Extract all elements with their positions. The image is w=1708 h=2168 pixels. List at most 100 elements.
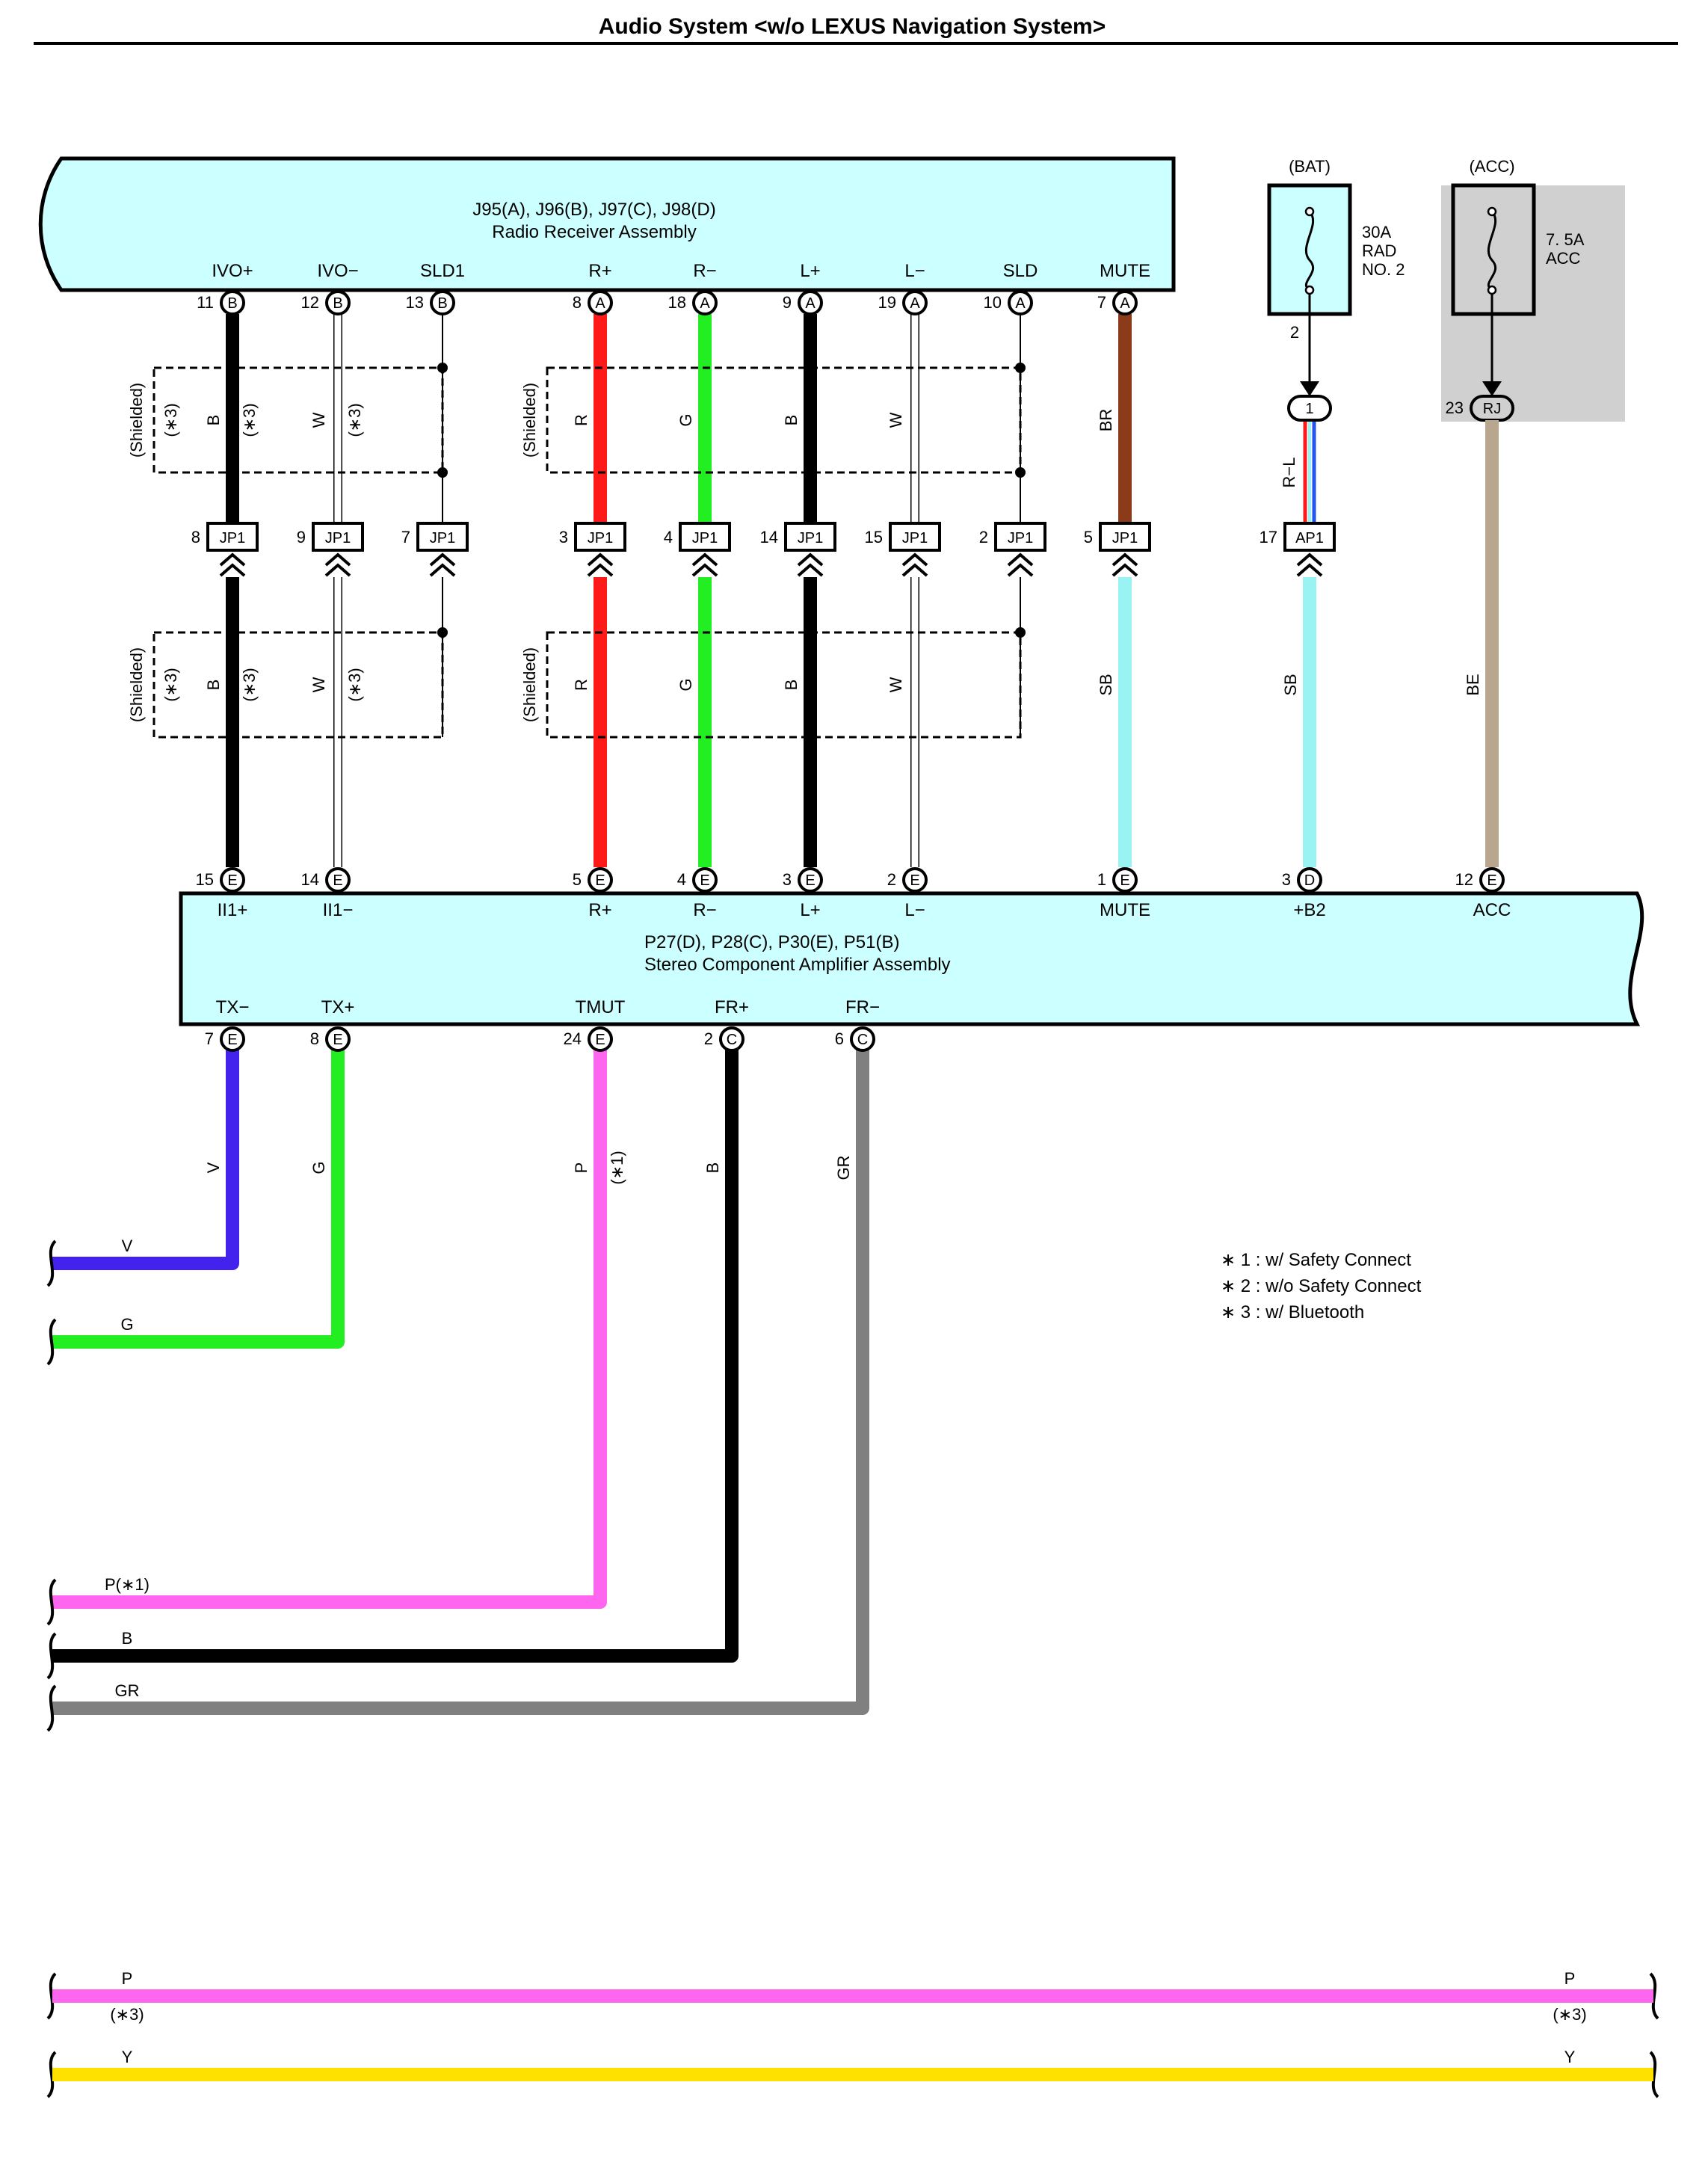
wire-p [52,1047,607,1609]
amp-pin [719,1026,744,1052]
footnote: ∗ 3 : w/ Bluetooth [1221,1302,1364,1322]
amp-pin-label: TX− [216,997,250,1017]
amp-pin-conn: C [857,1032,868,1048]
radio-pin-label: L− [904,261,925,281]
wire-color-label: B [782,680,801,691]
arrow-head [1300,381,1319,396]
amp-pin-conn: E [333,872,342,889]
radio-pin [692,290,718,315]
radio-pin-conn: A [1015,295,1026,312]
shield-dot [437,627,448,638]
amp-pin-conn: E [805,872,815,889]
radio-pin [798,290,823,315]
wire-color-label: W [887,677,905,692]
amp-pin [850,1026,875,1052]
wire-continuation-marks [46,1239,1659,2098]
jp1-box [679,522,731,552]
jp1-pin-number: 8 [191,528,200,546]
ap1-box [1283,522,1336,552]
jp1-box [784,522,836,552]
wire-color-label: G [120,1315,133,1334]
radio-pin-conn: A [595,295,605,312]
amp-pin-label: L+ [800,900,820,920]
amplifier-bottom-pin-labels: TX− TX+ TMUT FR+ FR− [216,997,880,1017]
amp-pin-conn: E [595,1032,605,1048]
radio-pin-conn: B [437,295,447,312]
shield-box [152,366,444,474]
amp-pin-conn: E [595,872,605,889]
amp-pin-number: 2 [704,1029,713,1048]
jp1-pin-number: 2 [979,528,988,546]
bottom-wires: P (∗3) P (∗3) Y Y [52,1969,1653,2081]
amp-pin [902,867,928,893]
amp-pin-conn: D [1304,872,1315,889]
footnotes: ∗ 1 : w/ Safety Connect ∗ 2 : w/o Safety… [1221,1250,1422,1322]
radio-pin-number: 10 [984,293,1002,312]
jp1-pin-number: 7 [401,528,410,546]
radio-pin-conn: B [333,295,342,312]
wire-color-label: SB [1281,674,1300,695]
amplifier-code: P27(D), P28(C), P30(E), P51(B) [644,932,899,952]
diagram-title: Audio System <w/o LEXUS Navigation Syste… [599,14,1106,39]
fuse-output-pin: 2 [1290,323,1299,342]
amp-pin [1112,867,1138,893]
amp-pin-conn: C [727,1032,737,1048]
amp-pin-number: 8 [310,1029,319,1048]
shield-label: (Shielded) [520,383,539,458]
junction-rj-pin: 23 [1446,398,1464,417]
upper-wire-labels: B (∗3) W (∗3) R G B W BR R−L [204,403,1298,487]
amp-pin-number: 6 [835,1029,844,1048]
jp1-label: JP1 [430,530,455,546]
jp1-label: JP1 [1112,530,1138,546]
output-wires [52,1047,869,1715]
fuse-terminal [1487,206,1497,217]
amp-pin-label: II1− [323,900,354,920]
fuse-rating-line: NO. 2 [1362,260,1405,279]
wire-color-label: W [309,677,328,692]
amp-pin-number: 7 [205,1029,214,1048]
wire-note-label: (∗3) [240,403,259,437]
wire-note-label: (∗3) [240,668,259,701]
radio-pin [588,290,613,315]
amp-pin [588,1026,613,1052]
amp-pin-number: 5 [573,870,582,889]
radio-pin-number: 18 [668,293,686,312]
radio-pin-conn: A [805,295,816,312]
ap1-label: AP1 [1295,530,1324,546]
fuse-acc-box [1451,183,1536,316]
amp-pin-conn: E [700,872,709,889]
radio-pin-conn: A [1120,295,1130,312]
fuse-source-bat: (BAT) [1289,157,1331,176]
arrow-head [1482,381,1502,396]
amp-pin-number: 15 [196,870,214,889]
amp-pin-number: 12 [1455,870,1473,889]
amp-pin-conn: E [227,1032,237,1048]
shield-label: (Shielded) [520,647,539,722]
lower-wires [226,420,1499,867]
shield-label: (Shielded) [127,647,146,722]
jp1-box [1099,522,1151,552]
wire-color-label: W [887,412,905,428]
jp1-box [312,522,364,552]
radio-pin [1008,290,1033,315]
wire-color-label: GR [115,1681,140,1700]
wire-color-label: B [204,680,223,691]
amp-pin-number: 24 [564,1029,582,1048]
radio-pin-label: SLD [1003,261,1038,281]
radio-receiver-box [38,156,1176,292]
wire-note-label: (∗3) [345,668,364,701]
amp-pin-label: FR+ [715,997,749,1017]
fuse-terminal [1487,285,1497,295]
fuse-rating-line: RAD [1362,241,1396,260]
wire-color-label: B [204,415,223,426]
radio-pin-label: SLD1 [420,261,465,281]
wire-color-label: B [703,1162,722,1174]
amp-pin [588,867,613,893]
radio-pin-number: 11 [197,293,214,312]
amp-pin [1297,867,1322,893]
amp-pin-label: II1+ [218,900,248,920]
footnote: ∗ 1 : w/ Safety Connect [1221,1250,1411,1270]
wire-color-label: V [122,1237,133,1255]
fuse-rating-line: ACC [1546,249,1581,268]
